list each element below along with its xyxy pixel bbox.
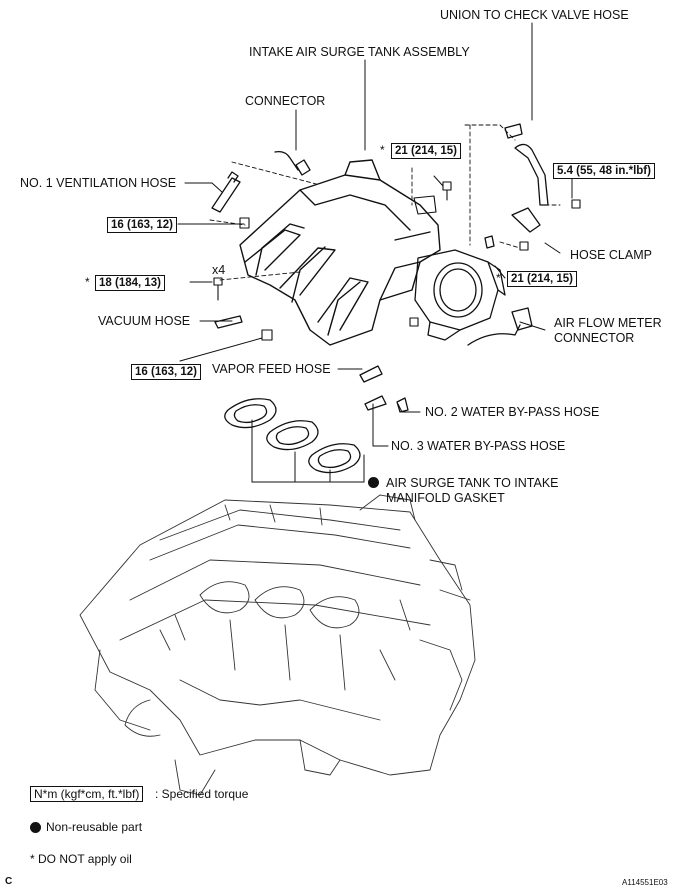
gaskets (224, 398, 361, 474)
label-vacuum-hose: VACUUM HOSE (98, 314, 191, 328)
torque-21-top: 21 (214, 15) (391, 143, 462, 159)
legend-torque-box: N*m (kgf*cm, ft.*lbf) (30, 786, 144, 802)
label-air-flow-meter-line2: CONNECTOR (554, 331, 635, 345)
label-no1-ventilation-hose: NO. 1 VENTILATION HOSE (20, 176, 177, 190)
label-intake-air-surge-tank-assembly: INTAKE AIR SURGE TANK ASSEMBLY (249, 45, 470, 59)
label-x4: x4 (212, 263, 226, 277)
hoses (211, 123, 549, 413)
asterisk-right: * (496, 271, 501, 285)
label-gasket-line1: AIR SURGE TANK TO INTAKE (386, 476, 559, 490)
torque-16-upper: 16 (163, 12) (107, 217, 178, 233)
legend-torque-text: : Specified torque (155, 787, 249, 801)
label-hose-clamp: HOSE CLAMP (570, 248, 652, 262)
legend-nonreusable-text: Non-reusable part (46, 820, 143, 834)
label-no3-water-bypass-hose: NO. 3 WATER BY-PASS HOSE (391, 439, 566, 453)
leader-lines (177, 22, 573, 483)
asterisk-top: * (380, 143, 385, 157)
torque-18: 18 (184, 13) (95, 275, 166, 291)
legend-nonreusable-dot (30, 822, 41, 833)
bolts (213, 181, 581, 341)
torque-21-right: 21 (214, 15) (507, 271, 578, 287)
label-vapor-feed-hose: VAPOR FEED HOSE (212, 362, 331, 376)
throttle-body (414, 249, 506, 341)
nonreusable-dot (368, 477, 379, 488)
corner-letter: C (5, 876, 13, 887)
figure-id: A114551E03 (622, 878, 668, 887)
torque-5-4: 5.4 (55, 48 in.*lbf) (553, 163, 655, 179)
dashed-lines (209, 124, 561, 281)
torque-16-lower: 16 (163, 12) (131, 364, 202, 380)
label-connector: CONNECTOR (245, 94, 326, 108)
asterisk-18: * (85, 275, 90, 289)
engine-phantom (79, 494, 476, 796)
label-no2-water-bypass-hose: NO. 2 WATER BY-PASS HOSE (425, 405, 600, 419)
surge-tank-body (239, 159, 441, 346)
label-union-to-check-valve-hose: UNION TO CHECK VALVE HOSE (440, 8, 629, 22)
label-gasket-line2: MANIFOLD GASKET (386, 491, 505, 505)
legend-no-oil: * DO NOT apply oil (30, 852, 132, 866)
label-air-flow-meter-line1: AIR FLOW METER (554, 316, 662, 330)
